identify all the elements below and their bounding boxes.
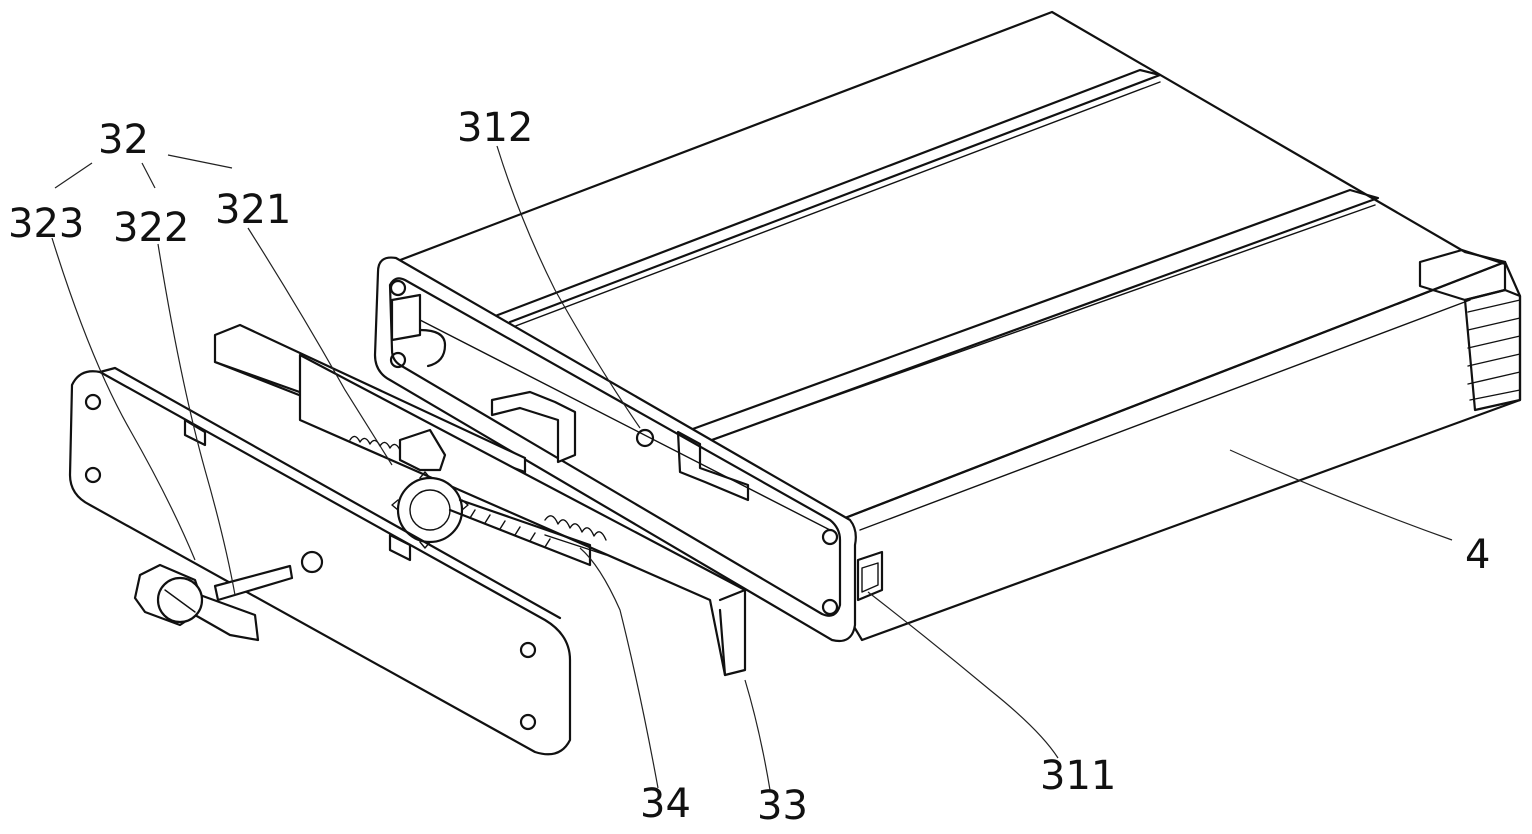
cover-plate [68, 366, 572, 756]
label-322: 322 [113, 205, 190, 251]
label-312: 312 [457, 105, 534, 151]
gear-rack-assembly [349, 428, 592, 567]
label-323: 323 [8, 201, 85, 247]
label-4: 4 [1465, 532, 1491, 578]
label-33: 33 [757, 783, 808, 829]
leader-lines [51, 145, 1453, 791]
label-321: 321 [215, 187, 292, 233]
spring [544, 515, 607, 556]
slide-bar [213, 323, 747, 677]
battery-housing [373, 10, 1522, 643]
label-34: 34 [640, 781, 691, 827]
label-32: 32 [98, 117, 149, 163]
label-311: 311 [1040, 753, 1117, 799]
